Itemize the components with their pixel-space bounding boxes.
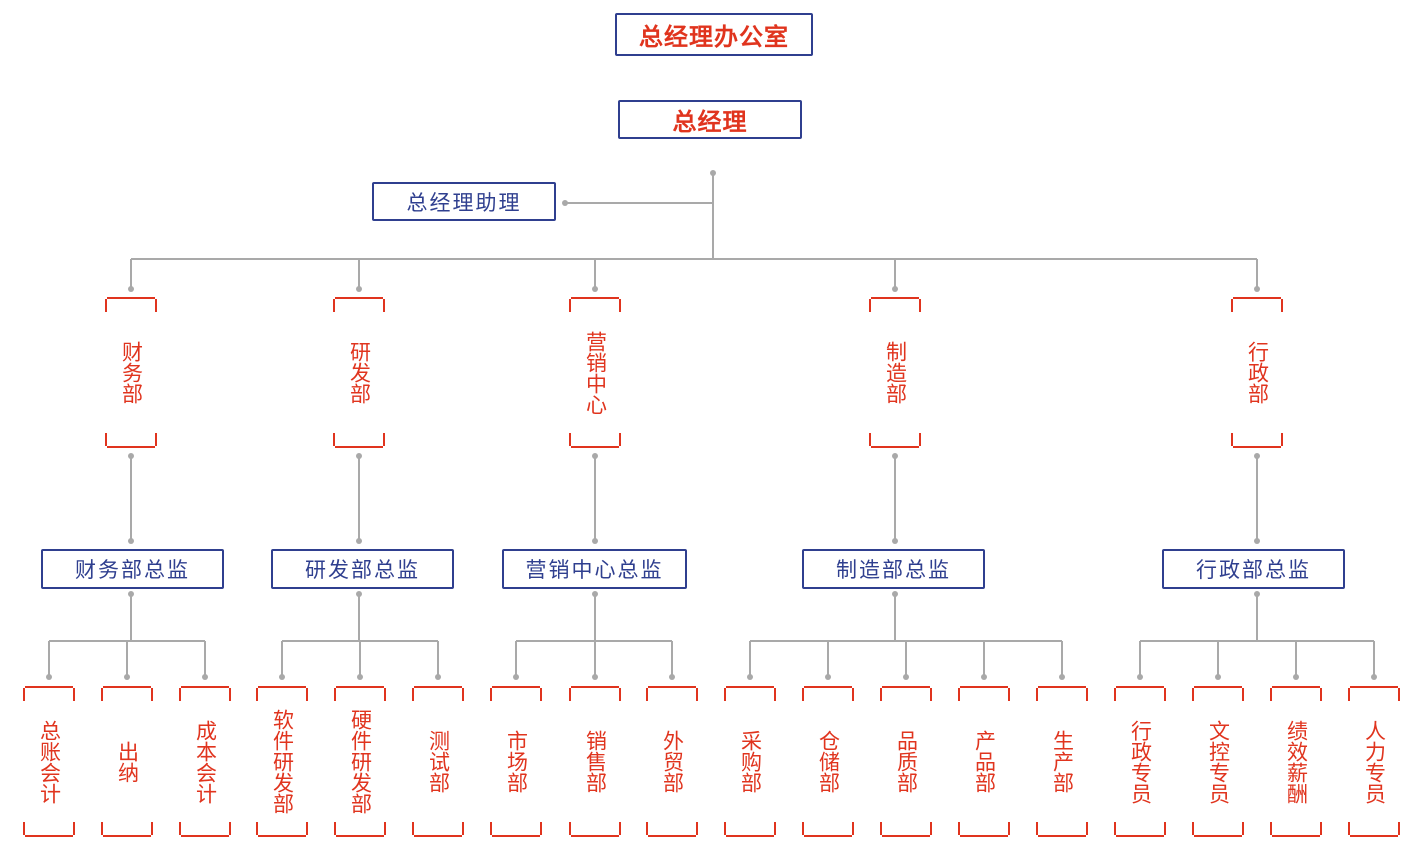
dept-4-unit-0-box: 行政专员: [1114, 686, 1166, 837]
connector-dot: [46, 674, 52, 680]
connector-dot: [892, 286, 898, 292]
dept-4-box: 行政部: [1231, 297, 1283, 448]
dept-2-unit-1-box-label: 销售部: [583, 730, 608, 793]
connector-dot: [669, 674, 675, 680]
dept-4-unit-1-box-label: 文控专员: [1206, 719, 1231, 804]
connector-dot: [202, 674, 208, 680]
dept-4-box-label: 行政部: [1245, 341, 1270, 404]
connector-dot: [357, 674, 363, 680]
connector-dot: [903, 674, 909, 680]
dept-4-unit-3-box-label: 人力专员: [1362, 719, 1387, 804]
connector-dot: [1293, 674, 1299, 680]
dept-4-unit-1-box: 文控专员: [1192, 686, 1244, 837]
dept-3-unit-4-box: 生产部: [1036, 686, 1088, 837]
dept-3-unit-0-box: 采购部: [724, 686, 776, 837]
dept-0-box: 财务部: [105, 297, 157, 448]
dept-1-unit-2-box: 测试部: [412, 686, 464, 837]
dept-4-unit-0-box-label: 行政专员: [1128, 719, 1153, 804]
dept-1-unit-0-box: 软件研发部: [256, 686, 308, 837]
assistant-box: 总经理助理: [372, 182, 556, 221]
dept-4-unit-2-box-label: 绩效薪酬: [1284, 719, 1309, 804]
dept-3-unit-1-box: 仓储部: [802, 686, 854, 837]
connector-dot: [1215, 674, 1221, 680]
dept-1-unit-1-box-label: 硬件研发部: [348, 709, 373, 814]
dept-0-director-box: 财务部总监: [41, 549, 224, 589]
dept-3-unit-2-box: 品质部: [880, 686, 932, 837]
dept-0-unit-2-box-label: 成本会计: [193, 719, 218, 804]
dept-3-unit-2-box-label: 品质部: [894, 730, 919, 793]
dept-3-director-box: 制造部总监: [802, 549, 985, 589]
connector-dot: [1059, 674, 1065, 680]
dept-3-unit-3-box-label: 产品部: [972, 730, 997, 793]
connector-dot: [1254, 538, 1260, 544]
dept-3-unit-4-box-label: 生产部: [1050, 730, 1075, 793]
dept-3-unit-1-box-label: 仓储部: [816, 730, 841, 793]
dept-1-unit-0-box-label: 软件研发部: [270, 709, 295, 814]
dept-2-box: 营销中心: [569, 297, 621, 448]
dept-3-unit-0-box-label: 采购部: [738, 730, 763, 793]
dept-3-box: 制造部: [869, 297, 921, 448]
dept-3-box-label: 制造部: [883, 341, 908, 404]
connector-dot: [124, 674, 130, 680]
connector-dot: [592, 286, 598, 292]
dept-2-unit-2-box-label: 外贸部: [660, 730, 685, 793]
connector-dot: [1371, 674, 1377, 680]
connector-dot: [1254, 286, 1260, 292]
dept-3-unit-3-box: 产品部: [958, 686, 1010, 837]
dept-0-unit-1-box: 出纳: [101, 686, 153, 837]
dept-2-unit-2-box: 外贸部: [646, 686, 698, 837]
dept-1-unit-1-box: 硬件研发部: [334, 686, 386, 837]
connector-dot: [435, 674, 441, 680]
connector-dot: [128, 538, 134, 544]
dept-1-unit-2-box-label: 测试部: [426, 730, 451, 793]
dept-0-unit-0-box: 总账会计: [23, 686, 75, 837]
dept-0-unit-1-box-label: 出纳: [115, 740, 140, 783]
dept-1-box: 研发部: [333, 297, 385, 448]
connector-dot: [356, 286, 362, 292]
general-manager-box: 总经理: [618, 100, 802, 139]
connector-dot: [128, 286, 134, 292]
dept-4-unit-2-box: 绩效薪酬: [1270, 686, 1322, 837]
dept-2-unit-1-box: 销售部: [569, 686, 621, 837]
connector-dot: [747, 674, 753, 680]
connector-dot: [513, 674, 519, 680]
dept-2-unit-0-box-label: 市场部: [504, 730, 529, 793]
dept-4-director-box: 行政部总监: [1162, 549, 1345, 589]
general-manager-office-box: 总经理办公室: [615, 13, 813, 56]
connector-dot: [1137, 674, 1143, 680]
connector-dot: [592, 538, 598, 544]
dept-1-box-label: 研发部: [347, 341, 372, 404]
dept-0-unit-0-box-label: 总账会计: [37, 719, 62, 804]
connector-dot: [592, 674, 598, 680]
connector-dot: [825, 674, 831, 680]
dept-0-box-label: 财务部: [119, 341, 144, 404]
dept-0-unit-2-box: 成本会计: [179, 686, 231, 837]
dept-2-unit-0-box: 市场部: [490, 686, 542, 837]
connector-dot: [892, 538, 898, 544]
connector-dot: [562, 200, 568, 206]
connector-dot: [279, 674, 285, 680]
connector-dot: [356, 538, 362, 544]
dept-1-director-box: 研发部总监: [271, 549, 454, 589]
connector-dot: [981, 674, 987, 680]
dept-4-unit-3-box: 人力专员: [1348, 686, 1400, 837]
dept-2-director-box: 营销中心总监: [502, 549, 687, 589]
dept-2-box-label: 营销中心: [583, 330, 608, 415]
